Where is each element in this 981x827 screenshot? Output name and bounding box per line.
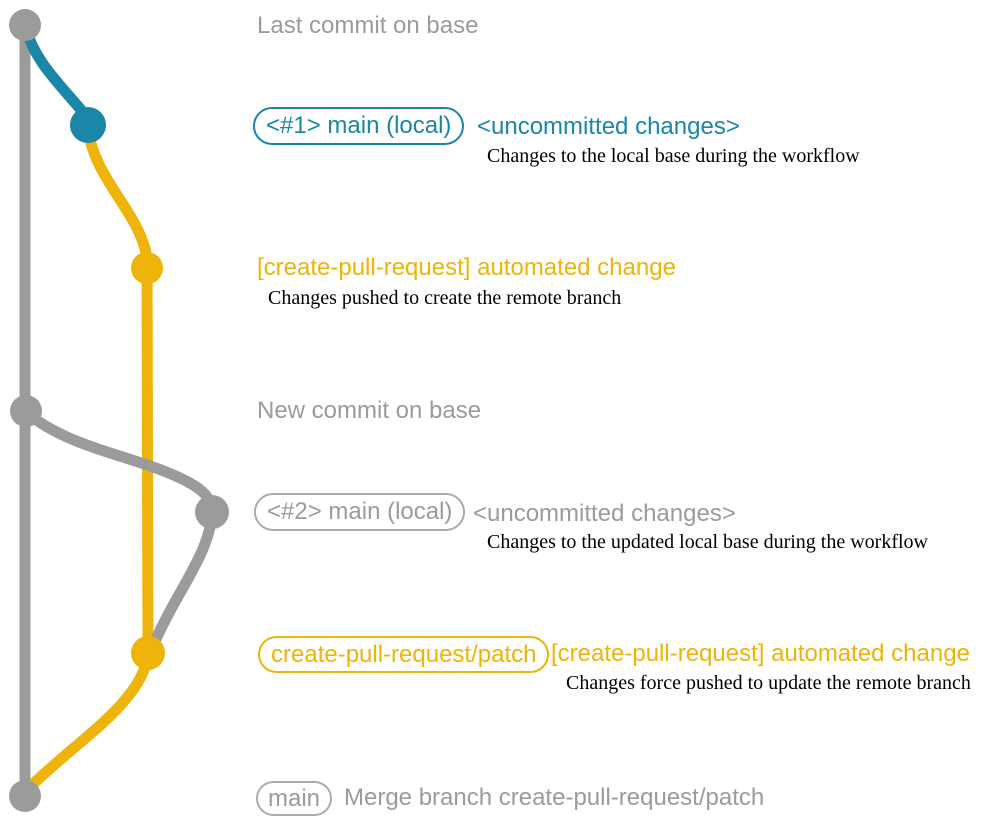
heading-automated-change-1: [create-pull-request] automated change (257, 254, 676, 281)
commit-dot-local-1 (70, 107, 106, 143)
commit-dot-patch-1 (131, 252, 163, 284)
heading-uncommitted-changes-1: <uncommitted changes> (477, 113, 740, 140)
label-last-commit-on-base: Last commit on base (257, 12, 479, 39)
description-updated-local-base-changes: Changes to the updated local base during… (487, 531, 928, 553)
description-force-push-update-branch: Changes force pushed to update the remot… (566, 672, 971, 694)
label-merge-branch: Merge branch create-pull-request/patch (344, 784, 765, 811)
label-new-commit-on-base: New commit on base (257, 397, 482, 424)
description-push-create-branch: Changes pushed to create the remote bran… (268, 287, 622, 309)
local-main-update-curve (21, 407, 218, 652)
description-local-base-changes: Changes to the local base during the wor… (487, 145, 860, 167)
commit-dot-merge (9, 780, 41, 812)
branch-pill-main-local-2: <#2> main (local) (254, 493, 466, 531)
commit-dot-base-new (10, 395, 42, 427)
branch-pill-main: main (256, 781, 333, 816)
heading-uncommitted-changes-2: <uncommitted changes> (473, 500, 736, 527)
branch-pill-main-local-1: <#1> main (local) (253, 107, 465, 145)
heading-automated-change-2: [create-pull-request] automated change (551, 640, 970, 667)
commit-dot-patch-2 (131, 636, 165, 670)
commit-dot-local-2 (195, 495, 229, 529)
patch-branch-line (82, 122, 154, 658)
patch-merge-curve (21, 650, 154, 796)
commit-dot-base-last (9, 9, 41, 41)
local-main-branch-curve (20, 23, 92, 122)
branch-pill-create-pull-request-patch: create-pull-request/patch (258, 636, 550, 673)
